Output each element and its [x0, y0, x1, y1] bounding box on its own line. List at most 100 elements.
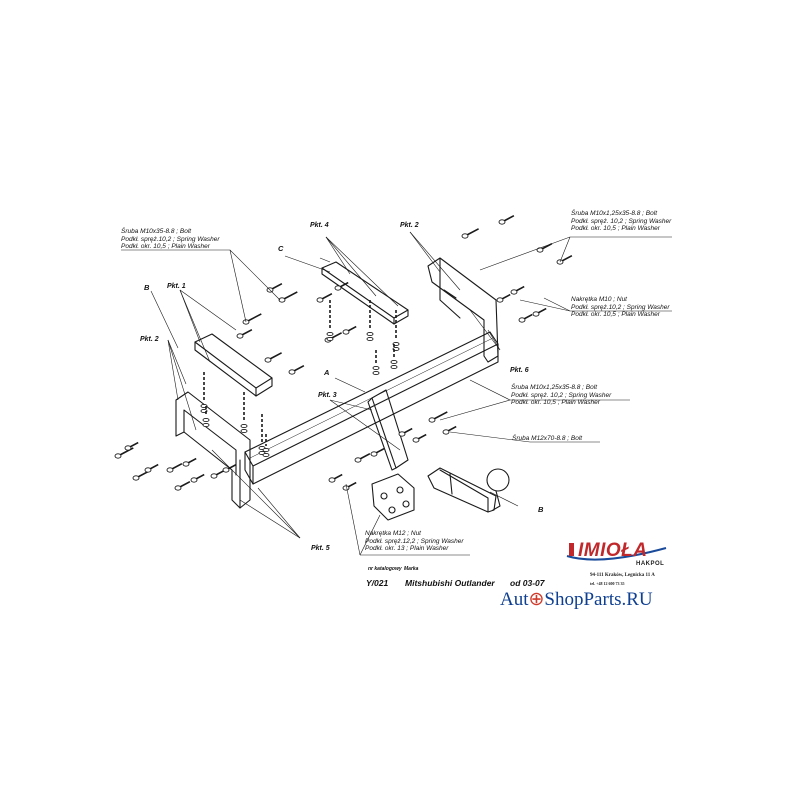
callout-line: Śruba M12x70-8.8 ; Bolt — [512, 435, 583, 442]
callout-nut-m12: Nakrętka M12 ; Nut Podkł. spręż.12,2 ; S… — [365, 530, 464, 553]
bolt-head — [124, 445, 132, 451]
washer — [240, 423, 248, 429]
washer — [366, 331, 374, 337]
washer — [390, 364, 398, 370]
label-letter-b-left: B — [144, 283, 150, 292]
callout-line: Podkł. okr. 10,5 ; Plain Washer — [121, 243, 210, 251]
ball-mount — [427, 467, 510, 513]
bolt-head — [144, 467, 152, 473]
bolt-head — [166, 467, 174, 473]
label-pkt3: Pkt. 3 — [318, 392, 337, 399]
bolt-head — [498, 219, 506, 225]
bolt-head — [264, 357, 272, 363]
callout-line: Śruba M10x1,25x35-8.8 ; Bolt — [511, 384, 597, 391]
label-pkt2-left: Pkt. 2 — [140, 336, 159, 343]
watermark: Aut⊕ShopParts.RU — [500, 588, 653, 611]
callout-line: Podkł. spręż.10,2 ; Spring Washer — [571, 303, 670, 311]
washer — [202, 422, 210, 428]
label-letter-b-right: B — [538, 505, 544, 514]
bolt-head — [518, 317, 526, 323]
bolt-head — [236, 333, 244, 339]
leader-lines — [121, 231, 672, 556]
bolt-head — [510, 289, 518, 295]
label-pkt4: Pkt. 4 — [310, 222, 329, 229]
callout-line: Podkł. spręż. 10,2 ; Spring Washer — [571, 217, 672, 225]
washer — [202, 417, 210, 423]
callout-line: Śruba M10x1,25x35-8.8 ; Bolt — [571, 210, 657, 217]
bolt-head — [342, 329, 350, 335]
watermark-part2: ShopParts.RU — [544, 589, 653, 610]
washer — [262, 447, 270, 453]
callout-bolt-m12: Śruba M12x70-8.8 ; Bolt — [512, 435, 582, 443]
callout-bolt-m10x35: Śruba M10x35-8.8 ; Bolt Podkł. spręż.10,… — [121, 228, 220, 251]
washer — [326, 336, 334, 342]
bolt-head — [442, 429, 450, 435]
bolt-head — [428, 417, 436, 423]
bolt-set — [114, 214, 573, 491]
catalog-header: nr katalogowy — [368, 566, 402, 572]
bolt-head — [398, 431, 406, 437]
bolt-head — [182, 461, 190, 467]
callout-line: Nakrętka M10 ; Nut — [571, 296, 627, 303]
washer — [372, 370, 380, 376]
callout-nut-m10: Nakrętka M10 ; Nut Podkł. spręż.10,2 ; S… — [571, 296, 670, 319]
label-pkt6: Pkt. 6 — [510, 367, 529, 374]
bolt-head — [496, 297, 504, 303]
washer — [372, 365, 380, 371]
callout-bolt-m10x125-top: Śruba M10x1,25x35-8.8 ; Bolt Podkł. sprę… — [571, 210, 671, 233]
center-neck — [367, 389, 409, 471]
bolt-head — [370, 451, 378, 457]
bolt-head — [174, 485, 182, 491]
callout-line: Podkł. okr. 10,5 ; Plain Washer — [511, 399, 600, 407]
watermark-part1: Aut — [500, 589, 529, 610]
pkt1-plate — [194, 333, 273, 397]
catalog-number: Y/021 — [366, 578, 389, 588]
bolt-head — [342, 485, 350, 491]
callout-line: Śruba M10x35-8.8 ; Bolt — [121, 228, 192, 235]
imiola-logo-mark — [566, 543, 667, 561]
callout-line: Podkł. spręż.10,2 ; Spring Washer — [121, 235, 220, 243]
callout-line: Podkł. okr. 10,5 ; Plain Washer — [571, 225, 660, 233]
label-letter-c: C — [278, 244, 284, 253]
brand-phone: tel. +48 12 600 73 35 — [590, 581, 625, 586]
right-bracket — [427, 257, 499, 363]
bolt-head — [316, 297, 324, 303]
washer — [262, 452, 270, 458]
washer — [326, 331, 334, 337]
callout-line: Podkł. okr. 10,5 ; Plain Washer — [571, 311, 660, 319]
label-pkt2-top: Pkt. 2 — [400, 222, 419, 229]
brand-logo: IMIOŁA — [578, 540, 648, 561]
bolt-head — [328, 477, 336, 483]
callout-line: Nakrętka M12 ; Nut — [365, 530, 421, 537]
bolt-head — [210, 473, 218, 479]
label-pkt5: Pkt. 5 — [311, 545, 330, 552]
flange-plate — [371, 473, 415, 521]
label-pkt1: Pkt. 1 — [167, 283, 186, 290]
date-range: od 03-07 — [510, 578, 545, 588]
model-header: Marka — [404, 566, 419, 572]
bolt-head — [461, 233, 469, 239]
brand-address: 94-111 Kraków, Legnicka 11 A — [590, 573, 655, 578]
bolt-head — [412, 437, 420, 443]
watermark-o: ⊕ — [528, 589, 545, 610]
washer — [240, 428, 248, 434]
crossbar-tube — [244, 331, 499, 485]
bolt-head — [190, 477, 198, 483]
bolt-head — [114, 453, 122, 459]
pkt4-plate — [321, 261, 409, 325]
brand-sub: HAKPOL — [636, 561, 665, 567]
washer — [390, 359, 398, 365]
left-bracket — [175, 391, 251, 509]
callout-line: Podkł. spręż. 10,2 ; Spring Washer — [511, 391, 612, 399]
washer — [366, 336, 374, 342]
bolt-head — [132, 475, 140, 481]
bolt-head — [222, 467, 230, 473]
callout-bolt-m10x125-mid: Śruba M10x1,25x35-8.8 ; Bolt Podkł. sprę… — [511, 384, 611, 407]
label-letter-a: A — [324, 368, 330, 377]
bolt-head — [354, 457, 362, 463]
callout-line: Podkł. spręż.12,2 ; Spring Washer — [365, 537, 464, 545]
bolt-head — [532, 311, 540, 317]
bolt-head — [334, 285, 342, 291]
bolt-head — [288, 369, 296, 375]
